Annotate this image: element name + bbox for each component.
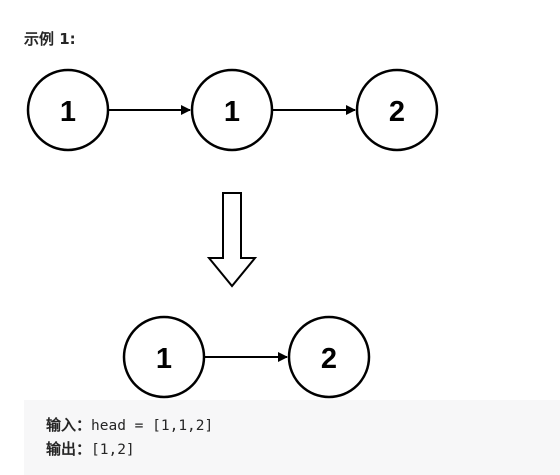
output-line: 输出：[1,2] — [46, 438, 560, 462]
output-value: [1,2] — [91, 442, 135, 458]
output-list: 1 2 — [122, 315, 371, 399]
input-list: 1 1 2 — [26, 68, 439, 152]
example-io-block: 输入：head = [1,1,2] 输出：[1,2] — [24, 400, 560, 475]
input-value: head = [1,1,2] — [91, 418, 214, 434]
transform-down-arrow — [206, 192, 258, 288]
input-label: 输入： — [46, 416, 92, 434]
node-value: 1 — [224, 96, 240, 128]
list-node — [287, 315, 371, 399]
example-heading: 示例 1: — [24, 30, 76, 48]
node-value: 2 — [321, 343, 337, 375]
node-value: 2 — [389, 96, 405, 128]
list-node — [355, 68, 439, 152]
node-value: 1 — [60, 96, 76, 128]
linked-list-diagram: 1 1 2 1 2 — [26, 68, 439, 399]
node-value: 1 — [156, 343, 172, 375]
output-label: 输出： — [46, 440, 92, 458]
input-line: 输入：head = [1,1,2] — [46, 414, 560, 438]
